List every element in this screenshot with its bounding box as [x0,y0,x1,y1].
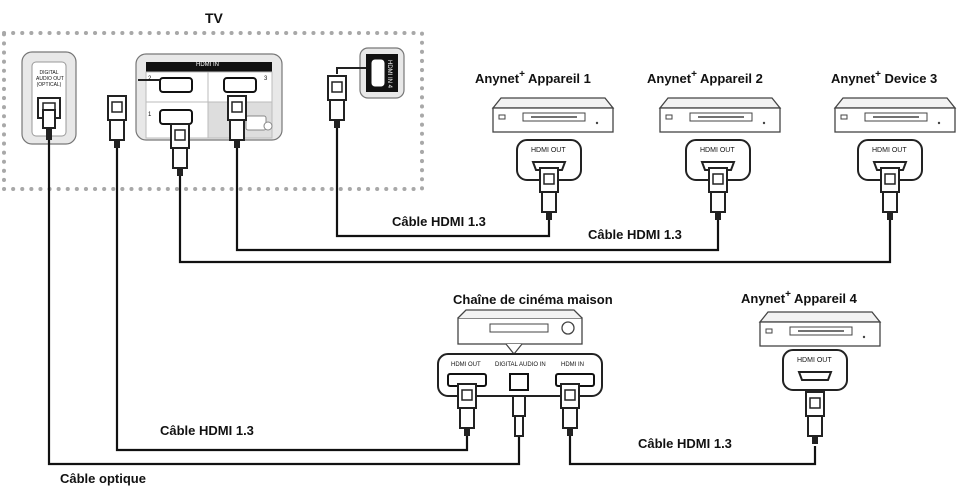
device-2-label: Anynet+ Appareil 2 [647,69,763,86]
tv-hdmi-in-4-label: HDMI IN 4 [386,60,392,89]
hdmi-plug-tv-3 [227,95,247,149]
cable-label-hdmi-2: Câble HDMI 1.3 [588,227,682,242]
tv-title: TV [205,10,223,26]
cable-label-hdmi-3: Câble HDMI 1.3 [160,423,254,438]
tv-port-number-1: 1 [148,112,152,118]
hdmi-plug-tv-1 [170,123,190,177]
device-2-port-label: HDMI OUT [700,147,735,154]
device-4-port-label: HDMI OUT [797,357,832,364]
cable-label-optical: Câble optique [60,471,146,486]
tv-hdmi-in-label: HDMI IN [196,62,219,68]
device-4-label: Anynet+ Appareil 4 [741,289,857,306]
device-1-label: Anynet+ Appareil 1 [475,69,591,86]
device-3-port-label: HDMI OUT [872,147,907,154]
hdmi-plug-ht-in [560,383,580,437]
hdmi-plug-device-2 [708,167,728,221]
hdmi-plug-device-4 [805,391,825,445]
device-1-icon [492,97,614,133]
optical-plug-tv [42,109,56,140]
cable-label-hdmi-4: Câble HDMI 1.3 [638,436,732,451]
device-4-hdmi-out-port [782,349,848,391]
device-2-icon [659,97,781,133]
hdmi-plug-device-1 [539,167,559,221]
tv-port-number-3: 3 [264,76,268,82]
ht-port-digital-audio-in: DIGITAL AUDIO IN [495,362,546,368]
hdmi-plug-tv-2 [107,95,127,149]
hdmi-plug-device-3 [880,167,900,221]
home-theater-icon [457,309,583,355]
hdmi-plug-ht-out [457,383,477,437]
ht-port-hdmi-in: HDMI IN [561,362,584,368]
cable-lines [47,128,892,466]
cable-label-hdmi-1: Câble HDMI 1.3 [392,214,486,229]
hdmi-plug-tv-4 [327,75,347,129]
device-3-icon [834,97,956,133]
ht-optical-socket [509,373,529,391]
device-1-port-label: HDMI OUT [531,147,566,154]
home-theater-label: Chaîne de cinéma maison [453,292,613,307]
tv-dotted-frame [2,31,424,191]
tv-port-number-2: 2 [148,76,152,82]
optical-plug-ht [512,395,526,437]
tv-hdmi4-panel [336,47,405,99]
device-4-icon [759,311,881,347]
ht-port-hdmi-out: HDMI OUT [451,362,481,368]
device-3-label: Anynet+ Device 3 [831,69,938,86]
